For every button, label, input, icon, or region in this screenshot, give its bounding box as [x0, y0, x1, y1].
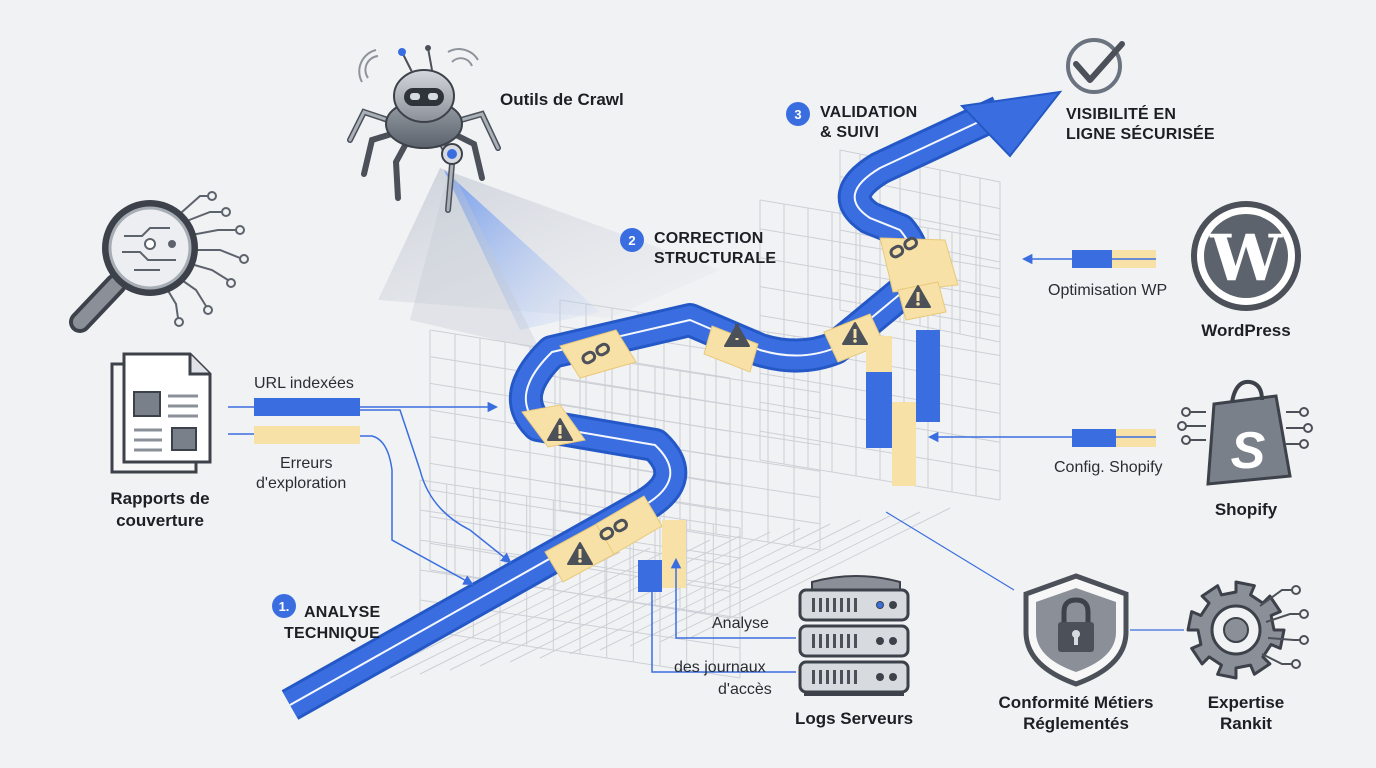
indexed-urls-label: URL indexées [254, 375, 354, 392]
coverage-reports-label: couverture [116, 511, 204, 530]
step-title: CORRECTION [654, 230, 764, 247]
step-badge [272, 594, 296, 618]
warning-icon [567, 542, 593, 565]
path-pillar [662, 520, 686, 588]
step-badge [620, 228, 644, 252]
compliance-label: Réglementés [1023, 714, 1129, 733]
wordpress-note: Optimisation WP [1048, 282, 1167, 299]
step-number: 1. [279, 599, 290, 614]
crawl-errors-label: d'exploration [256, 475, 346, 492]
broken-link-icon [581, 342, 610, 365]
outcome-title: LIGNE SÉCURISÉE [1066, 124, 1215, 143]
path-pillar [916, 330, 940, 422]
log-analysis-label: d'accès [718, 681, 772, 698]
broken-link-icon [889, 236, 918, 259]
step-title: ANALYSE [304, 604, 381, 621]
compliance-connector [885, 511, 1015, 591]
svg-text:W: W [1209, 221, 1283, 296]
warning-icon [734, 324, 740, 346]
crawl-errors-label: Erreurs [280, 455, 332, 472]
magnifier-circuit-icon [69, 191, 249, 333]
log-connectors [651, 557, 796, 673]
shopify-connector [927, 429, 1156, 447]
document-icon [110, 352, 212, 474]
gear-circuit-icon [1186, 580, 1309, 680]
shopify-bag-icon: S [1177, 379, 1313, 486]
step-2: 2 CORRECTION STRUCTURALE [620, 228, 776, 267]
wordpress-connector [1021, 250, 1156, 268]
expertise-label: Rankit [1220, 714, 1272, 733]
coverage-reports-label: Rapports de [110, 489, 209, 508]
shield-lock-icon [1023, 573, 1129, 687]
broken-link-icon [599, 518, 628, 541]
crawl-tools-label: Outils de Crawl [500, 90, 624, 109]
server-rack-icon [798, 575, 910, 696]
step-title: VALIDATION [820, 104, 917, 121]
warning-icon [547, 418, 573, 441]
shopify-note: Config. Shopify [1054, 459, 1163, 476]
step-title: TECHNIQUE [284, 625, 380, 642]
shopify-label: Shopify [1215, 500, 1278, 519]
log-analysis-label: Analyse [712, 615, 769, 632]
path-pillar [892, 402, 916, 486]
wordpress-logo-icon: W [1191, 201, 1301, 311]
warning-icon [842, 322, 868, 345]
path-pillar [866, 336, 892, 372]
wordpress-label: WordPress [1201, 321, 1290, 340]
outcome-title: VISIBILITÉ EN [1066, 104, 1176, 123]
server-logs-label: Logs Serveurs [795, 709, 913, 728]
crawl-beam [378, 166, 720, 350]
step-title: STRUCTURALE [654, 250, 776, 267]
checkmark-circle-icon [1066, 38, 1125, 94]
path-arrowhead [959, 90, 1063, 158]
svg-text:S: S [1231, 422, 1266, 480]
seo-path [281, 90, 1063, 720]
step-title: & SUIVI [820, 124, 879, 141]
warning-icon [905, 285, 931, 308]
isometric-grid [299, 149, 1001, 691]
coverage-connectors [228, 398, 512, 586]
step-number: 3 [794, 107, 801, 122]
expertise-label: Expertise [1208, 693, 1285, 712]
step-badge [786, 102, 810, 126]
step-3: 3 VALIDATION & SUIVI [786, 102, 917, 141]
log-analysis-label: des journaux [674, 659, 766, 676]
step-number: 2 [628, 233, 635, 248]
compliance-label: Conformité Métiers [999, 693, 1154, 712]
step-1: 1. ANALYSE TECHNIQUE [272, 594, 381, 642]
robot-spider-icon [347, 45, 501, 213]
broken-link-segment [879, 237, 959, 293]
path-pillar [638, 560, 662, 592]
